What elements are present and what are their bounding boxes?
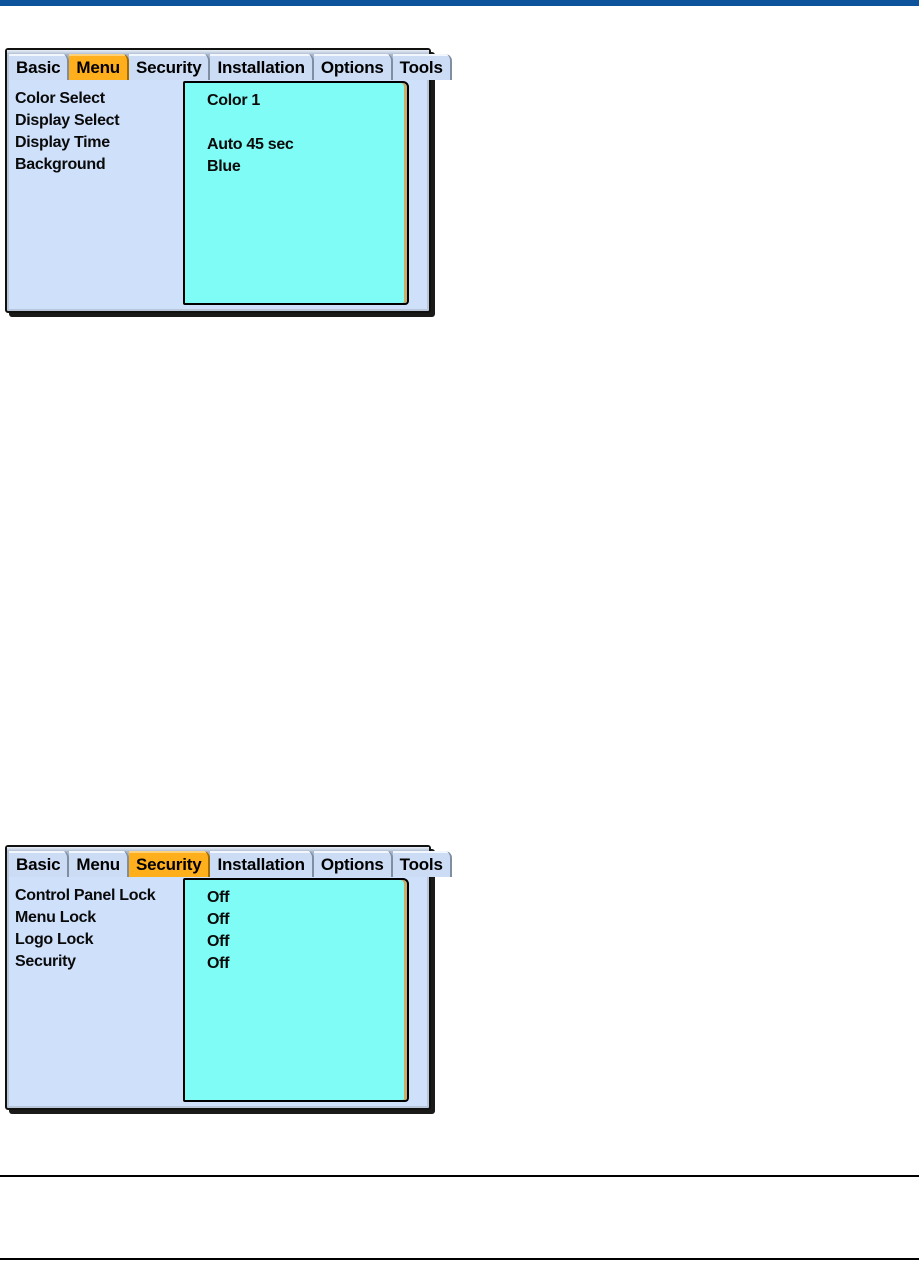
tab-menu[interactable]: Menu [69, 54, 129, 80]
setting-label-logo-lock[interactable]: Logo Lock [15, 931, 94, 948]
tab-tools[interactable]: Tools [392, 851, 452, 877]
setting-value-security[interactable]: Off [207, 955, 230, 972]
tab-strip: Basic Menu Security Installation Options… [9, 851, 452, 877]
setting-value-logo-lock[interactable]: Off [207, 933, 230, 950]
setting-value-menu-lock[interactable]: Off [207, 911, 230, 928]
tab-tools[interactable]: Tools [392, 54, 452, 80]
setting-value-control-panel-lock[interactable]: Off [207, 889, 230, 906]
setting-value-background[interactable]: Blue [207, 158, 241, 175]
tab-installation[interactable]: Installation [210, 851, 314, 877]
setting-label-background[interactable]: Background [15, 156, 106, 173]
setting-value-display-time[interactable]: Auto 45 sec [207, 136, 294, 153]
page-divider-rule-top [0, 1175, 919, 1177]
tab-basic[interactable]: Basic [9, 851, 70, 877]
tab-installation[interactable]: Installation [210, 54, 314, 80]
tab-options[interactable]: Options [313, 851, 393, 877]
osd-body: Color Select Display Select Display Time… [9, 80, 427, 309]
setting-label-security[interactable]: Security [15, 953, 76, 970]
tab-security[interactable]: Security [128, 851, 211, 877]
page-top-accent-bar [0, 0, 919, 6]
tab-options[interactable]: Options [313, 54, 393, 80]
setting-label-color-select[interactable]: Color Select [15, 90, 105, 107]
tab-basic[interactable]: Basic [9, 54, 70, 80]
setting-label-control-panel-lock[interactable]: Control Panel Lock [15, 887, 156, 904]
setting-value-column: Off Off Off Off [183, 878, 409, 1102]
setting-value-display-select[interactable] [207, 112, 407, 134]
setting-label-display-select[interactable]: Display Select [15, 112, 120, 129]
tab-menu[interactable]: Menu [69, 851, 129, 877]
osd-panel-security: Basic Menu Security Installation Options… [5, 845, 452, 1110]
setting-value-color-select[interactable]: Color 1 [207, 92, 261, 109]
setting-value-column: Color 1 Auto 45 sec Blue [183, 81, 409, 305]
tab-security[interactable]: Security [128, 54, 211, 80]
setting-label-display-time[interactable]: Display Time [15, 134, 110, 151]
setting-label-column: Color Select Display Select Display Time… [9, 80, 183, 309]
osd-body: Control Panel Lock Menu Lock Logo Lock S… [9, 877, 427, 1106]
page-divider-rule-bottom [0, 1258, 919, 1260]
osd-panel-menu: Basic Menu Security Installation Options… [5, 48, 452, 313]
tab-strip: Basic Menu Security Installation Options… [9, 54, 452, 80]
setting-label-column: Control Panel Lock Menu Lock Logo Lock S… [9, 877, 183, 1106]
setting-label-menu-lock[interactable]: Menu Lock [15, 909, 96, 926]
